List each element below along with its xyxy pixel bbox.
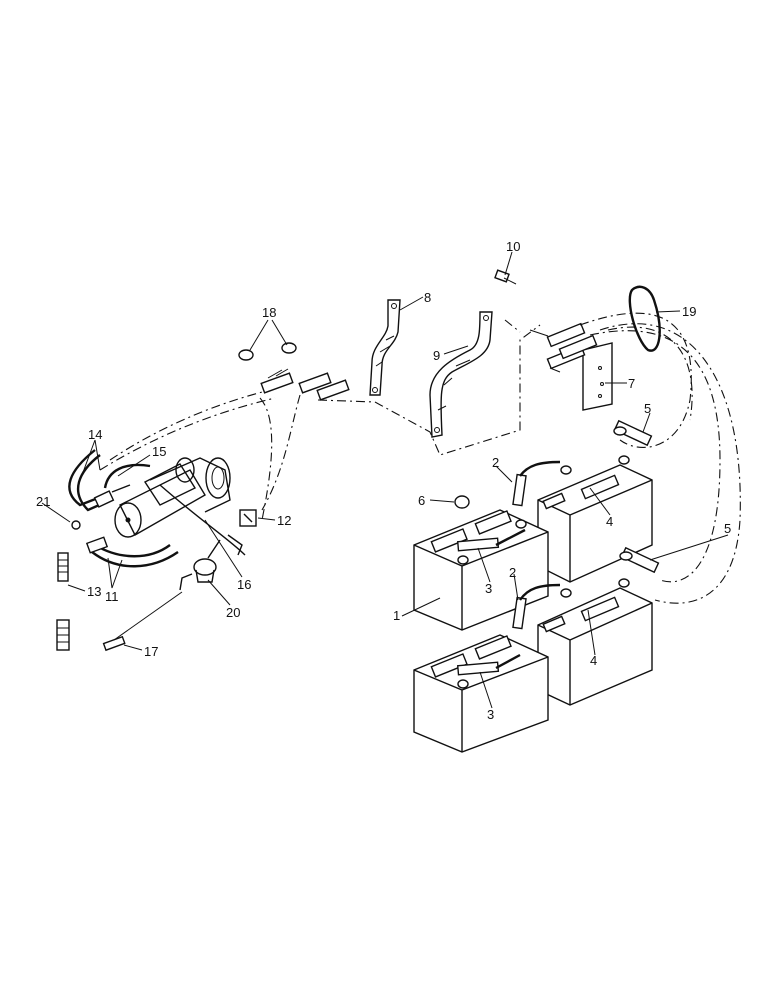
- callout-3-lower: 3: [487, 707, 494, 722]
- callout-9: 9: [433, 348, 440, 363]
- callout-13: 13: [87, 584, 101, 599]
- callout-14: 14: [88, 427, 102, 442]
- nut-21: [71, 520, 81, 530]
- callout-leaders: [41, 251, 729, 709]
- callout-4-upper: 4: [606, 514, 613, 529]
- terminal-5: [613, 419, 660, 574]
- strap-9: [429, 311, 493, 438]
- relay-20: [179, 539, 221, 591]
- callout-17: 17: [144, 644, 158, 659]
- cap-6: [454, 495, 470, 509]
- callout-2-lower: 2: [509, 565, 516, 580]
- callout-6: 6: [418, 493, 425, 508]
- callout-7: 7: [628, 376, 635, 391]
- ground-path: [374, 324, 541, 456]
- callout-1: 1: [393, 608, 400, 623]
- battery-front-left: [413, 634, 549, 753]
- callout-18: 18: [262, 305, 276, 320]
- jumper-2: [512, 460, 561, 630]
- loop-19: [628, 285, 661, 352]
- wire-16: [159, 484, 246, 556]
- callout-5-lower: 5: [724, 521, 731, 536]
- callout-20: 20: [226, 605, 240, 620]
- callout-5-upper: 5: [644, 401, 651, 416]
- caps-18: [238, 342, 297, 361]
- callout-4-lower: 4: [590, 653, 597, 668]
- callout-11: 11: [105, 589, 119, 604]
- battery-rear-left: [413, 509, 549, 631]
- cable-11: [85, 536, 179, 568]
- battery-cables: [579, 312, 741, 604]
- callout-3-upper: 3: [485, 581, 492, 596]
- callout-12: 12: [277, 513, 291, 528]
- callout-16: 16: [237, 577, 251, 592]
- callout-2-upper: 2: [492, 455, 499, 470]
- starter-motor: [114, 457, 231, 538]
- callout-8: 8: [424, 290, 431, 305]
- strap-8: [369, 299, 401, 396]
- callout-labels: 1 2 2 3 3 4 4 5 5 6 7 8 9 10 11 12 13 14…: [36, 239, 731, 722]
- callout-10: 10: [506, 239, 520, 254]
- callout-15: 15: [152, 444, 166, 459]
- callout-19: 19: [682, 304, 696, 319]
- callout-21: 21: [36, 494, 50, 509]
- battery-front-right: [537, 578, 653, 706]
- clip-12: [239, 509, 257, 527]
- main-cables: [99, 368, 376, 521]
- cable-15: [103, 463, 151, 493]
- cable-14: [68, 449, 115, 512]
- stud-13: [56, 552, 70, 651]
- terminal-17: [102, 591, 183, 652]
- plate-7: [529, 322, 613, 411]
